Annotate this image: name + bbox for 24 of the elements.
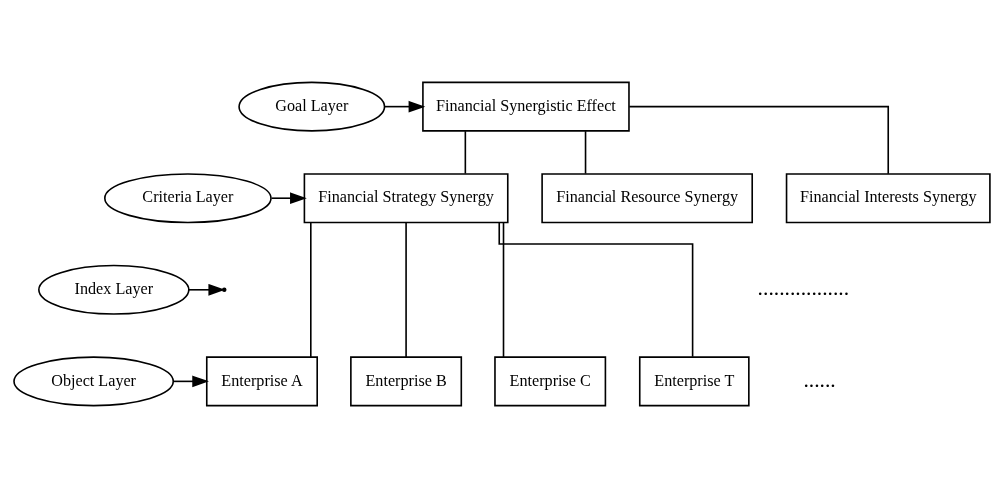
node-box: Financial Resource Synergy — [541, 173, 753, 224]
connector — [310, 221, 312, 358]
node-box: Enterprise A — [205, 356, 318, 407]
connector — [498, 221, 694, 358]
connector — [405, 221, 407, 358]
node-box: Enterprise B — [350, 356, 463, 407]
connector — [584, 130, 587, 175]
node-box: Enterprise T — [638, 356, 750, 407]
node-ellipse: Index Layer — [38, 264, 190, 315]
label: ...... — [803, 367, 836, 392]
node-ellipse: Criteria Layer — [104, 173, 272, 224]
node-box: Financial Interests Synergy — [785, 173, 991, 224]
connector — [464, 130, 467, 175]
label: ................. — [757, 275, 850, 300]
node-ellipse: Goal Layer — [238, 81, 386, 132]
arrow — [172, 375, 209, 388]
connector — [628, 105, 890, 175]
node-ellipse: Object Layer — [13, 356, 175, 407]
node-box: Financial Synergistic Effect — [422, 81, 630, 132]
arrow — [384, 100, 426, 113]
arrow — [270, 192, 307, 205]
connector — [502, 221, 505, 358]
node-box: Financial Strategy Synergy — [303, 173, 509, 224]
node-box: Enterprise C — [494, 356, 607, 407]
